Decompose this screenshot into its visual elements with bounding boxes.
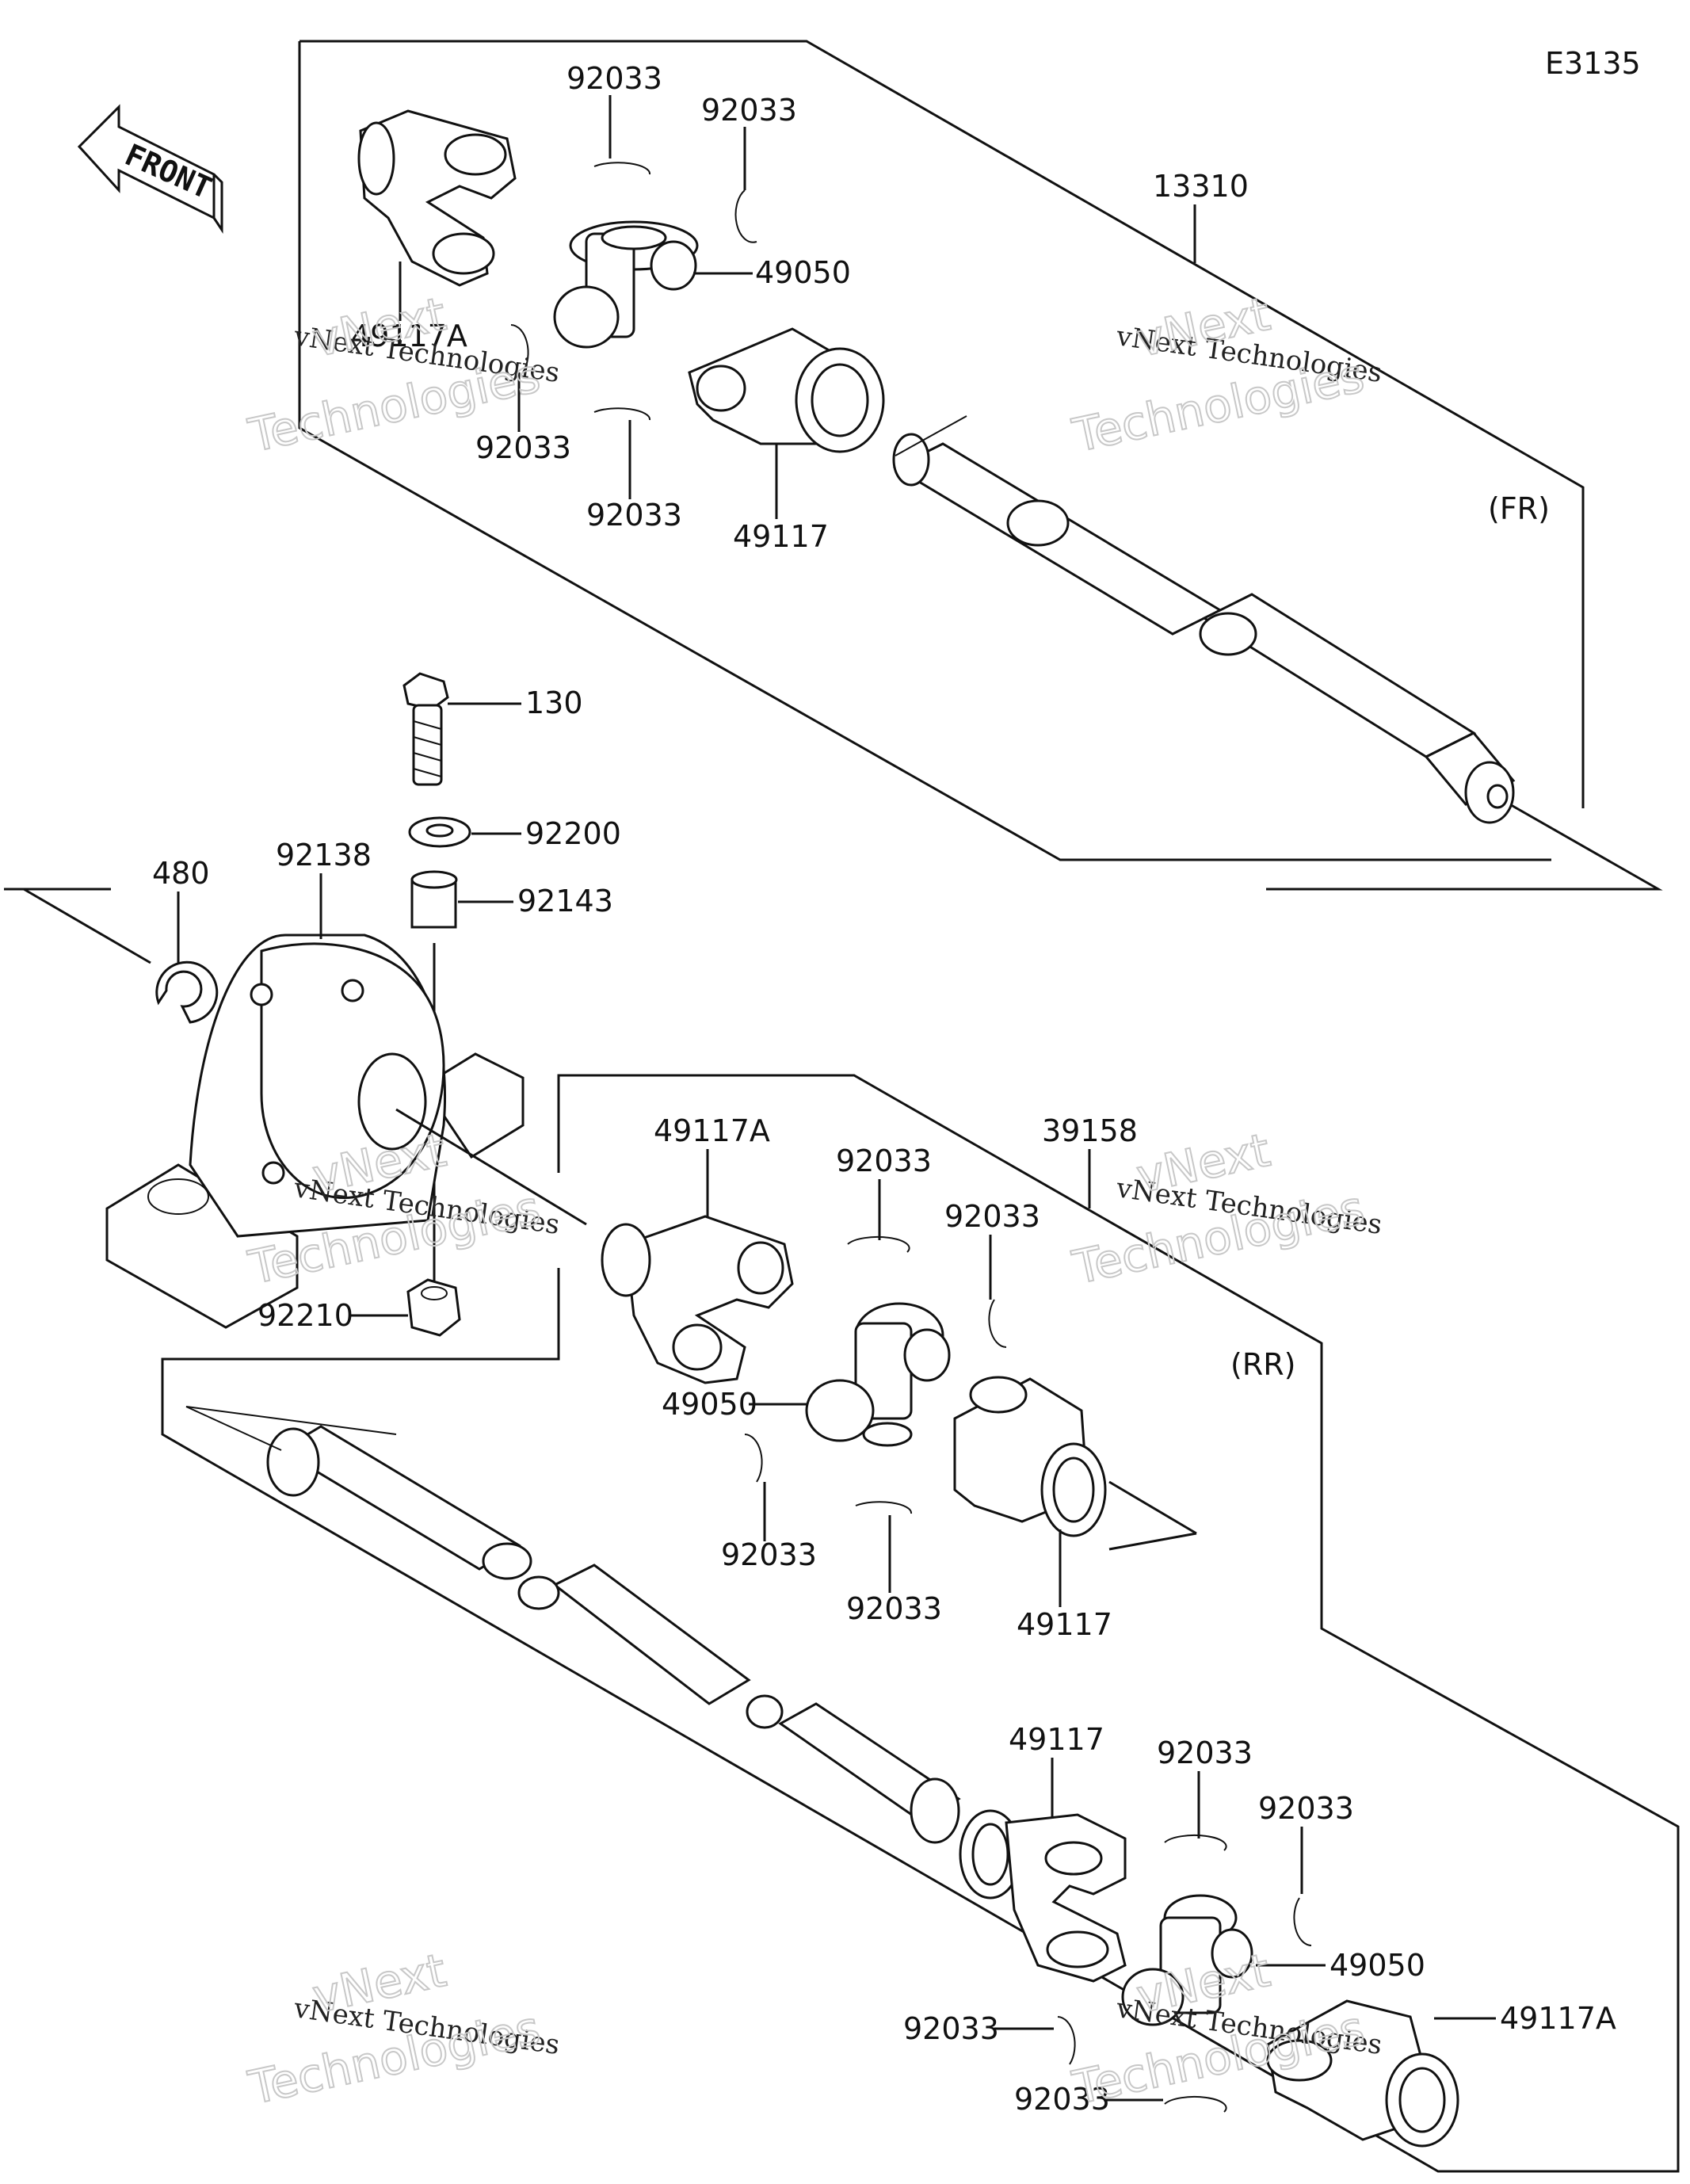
callout-rr2-92033-c: 92033 <box>903 2011 999 2046</box>
rear-assembly-number: 39158 <box>1042 1113 1138 1148</box>
callout-rr-49117: 49117 <box>1017 1607 1112 1642</box>
rear-circlip-a <box>847 1235 910 1253</box>
rear-circlip-e <box>1164 1834 1227 1851</box>
callout-rr-92033-b: 92033 <box>944 1199 1040 1234</box>
rear-yoke-49117A-lower <box>1266 1999 1459 2148</box>
callout-fr-92033-b: 92033 <box>701 93 797 128</box>
rear-drive-shaft <box>185 1406 961 1844</box>
callout-rr-92033-d: 92033 <box>846 1591 942 1626</box>
callout-rr-49117A: 49117A <box>654 1113 770 1148</box>
rear-section-label: (RR) <box>1230 1347 1295 1382</box>
callout-rr-92033-c: 92033 <box>721 1537 817 1572</box>
snap-ring-480 <box>155 960 219 1024</box>
callout-mid-92143: 92143 <box>517 884 613 918</box>
front-cross-49050 <box>553 220 699 349</box>
front-circlip-b <box>734 189 757 243</box>
rear-circlip-f <box>1293 1897 1312 1946</box>
callout-fr-49050: 49050 <box>755 255 851 290</box>
front-frame <box>298 40 1663 891</box>
watermark: vNext Technologies vNext Technologies vN… <box>243 286 1384 2116</box>
rear-cross-49050-lower <box>1121 1894 1253 2026</box>
callout-rr2-92033-a: 92033 <box>1157 1735 1253 1770</box>
rear-circlip-d <box>855 1501 913 1514</box>
callout-fr-49117: 49117 <box>733 519 829 554</box>
callout-fr-92033-a: 92033 <box>567 61 662 96</box>
front-yoke-49117 <box>688 327 885 453</box>
callout-rr2-92033-d: 92033 <box>1014 2082 1110 2117</box>
front-assembly-number: 13310 <box>1153 169 1249 204</box>
callout-rr2-49117: 49117 <box>1009 1722 1104 1757</box>
front-arrow-icon: FRONT <box>77 104 223 234</box>
rear-circlip-c <box>744 1434 763 1483</box>
callout-fr-92033-c: 92033 <box>475 430 571 465</box>
front-circlip-d <box>593 407 651 421</box>
nut-92210 <box>406 1278 461 1337</box>
callout-fr-92033-d: 92033 <box>586 498 682 533</box>
front-section-label: (FR) <box>1488 491 1550 526</box>
callout-rr2-92033-b: 92033 <box>1258 1791 1354 1826</box>
callout-mid-92210: 92210 <box>258 1298 353 1333</box>
collar-92143 <box>410 870 458 929</box>
rear-yoke-49117 <box>953 1376 1107 1537</box>
callout-mid-92200: 92200 <box>525 816 621 851</box>
callout-mid-130: 130 <box>525 685 583 720</box>
rear-yoke-49117-lower <box>959 1809 1127 1983</box>
diagram-code: E3135 <box>1545 46 1641 81</box>
front-yoke-49117A <box>357 109 517 287</box>
callout-mid-92138: 92138 <box>276 838 372 872</box>
callout-fr-49117A: 49117A <box>351 319 467 353</box>
callout-mid-480: 480 <box>152 856 210 891</box>
rear-cross-49050 <box>805 1302 951 1447</box>
rear-circlip-b <box>988 1299 1007 1348</box>
callout-rr-49050: 49050 <box>662 1387 757 1422</box>
rear-circlip-h <box>1164 2095 1227 2113</box>
rear-frame <box>161 1074 1680 2173</box>
callout-rr2-49050: 49050 <box>1329 1948 1425 1983</box>
front-circlip-a <box>593 162 651 175</box>
bearing-housing-92138 <box>105 934 525 1329</box>
bolt-130 <box>402 672 449 786</box>
front-drive-shaft <box>892 415 1516 824</box>
callout-rr2-49117A: 49117A <box>1500 2001 1616 2036</box>
rear-circlip-g <box>1057 2016 1076 2065</box>
callout-rr-92033-a: 92033 <box>836 1144 932 1178</box>
rear-yoke-49117A <box>601 1215 794 1384</box>
front-circlip-c <box>510 324 529 373</box>
washer-92200 <box>408 816 471 848</box>
